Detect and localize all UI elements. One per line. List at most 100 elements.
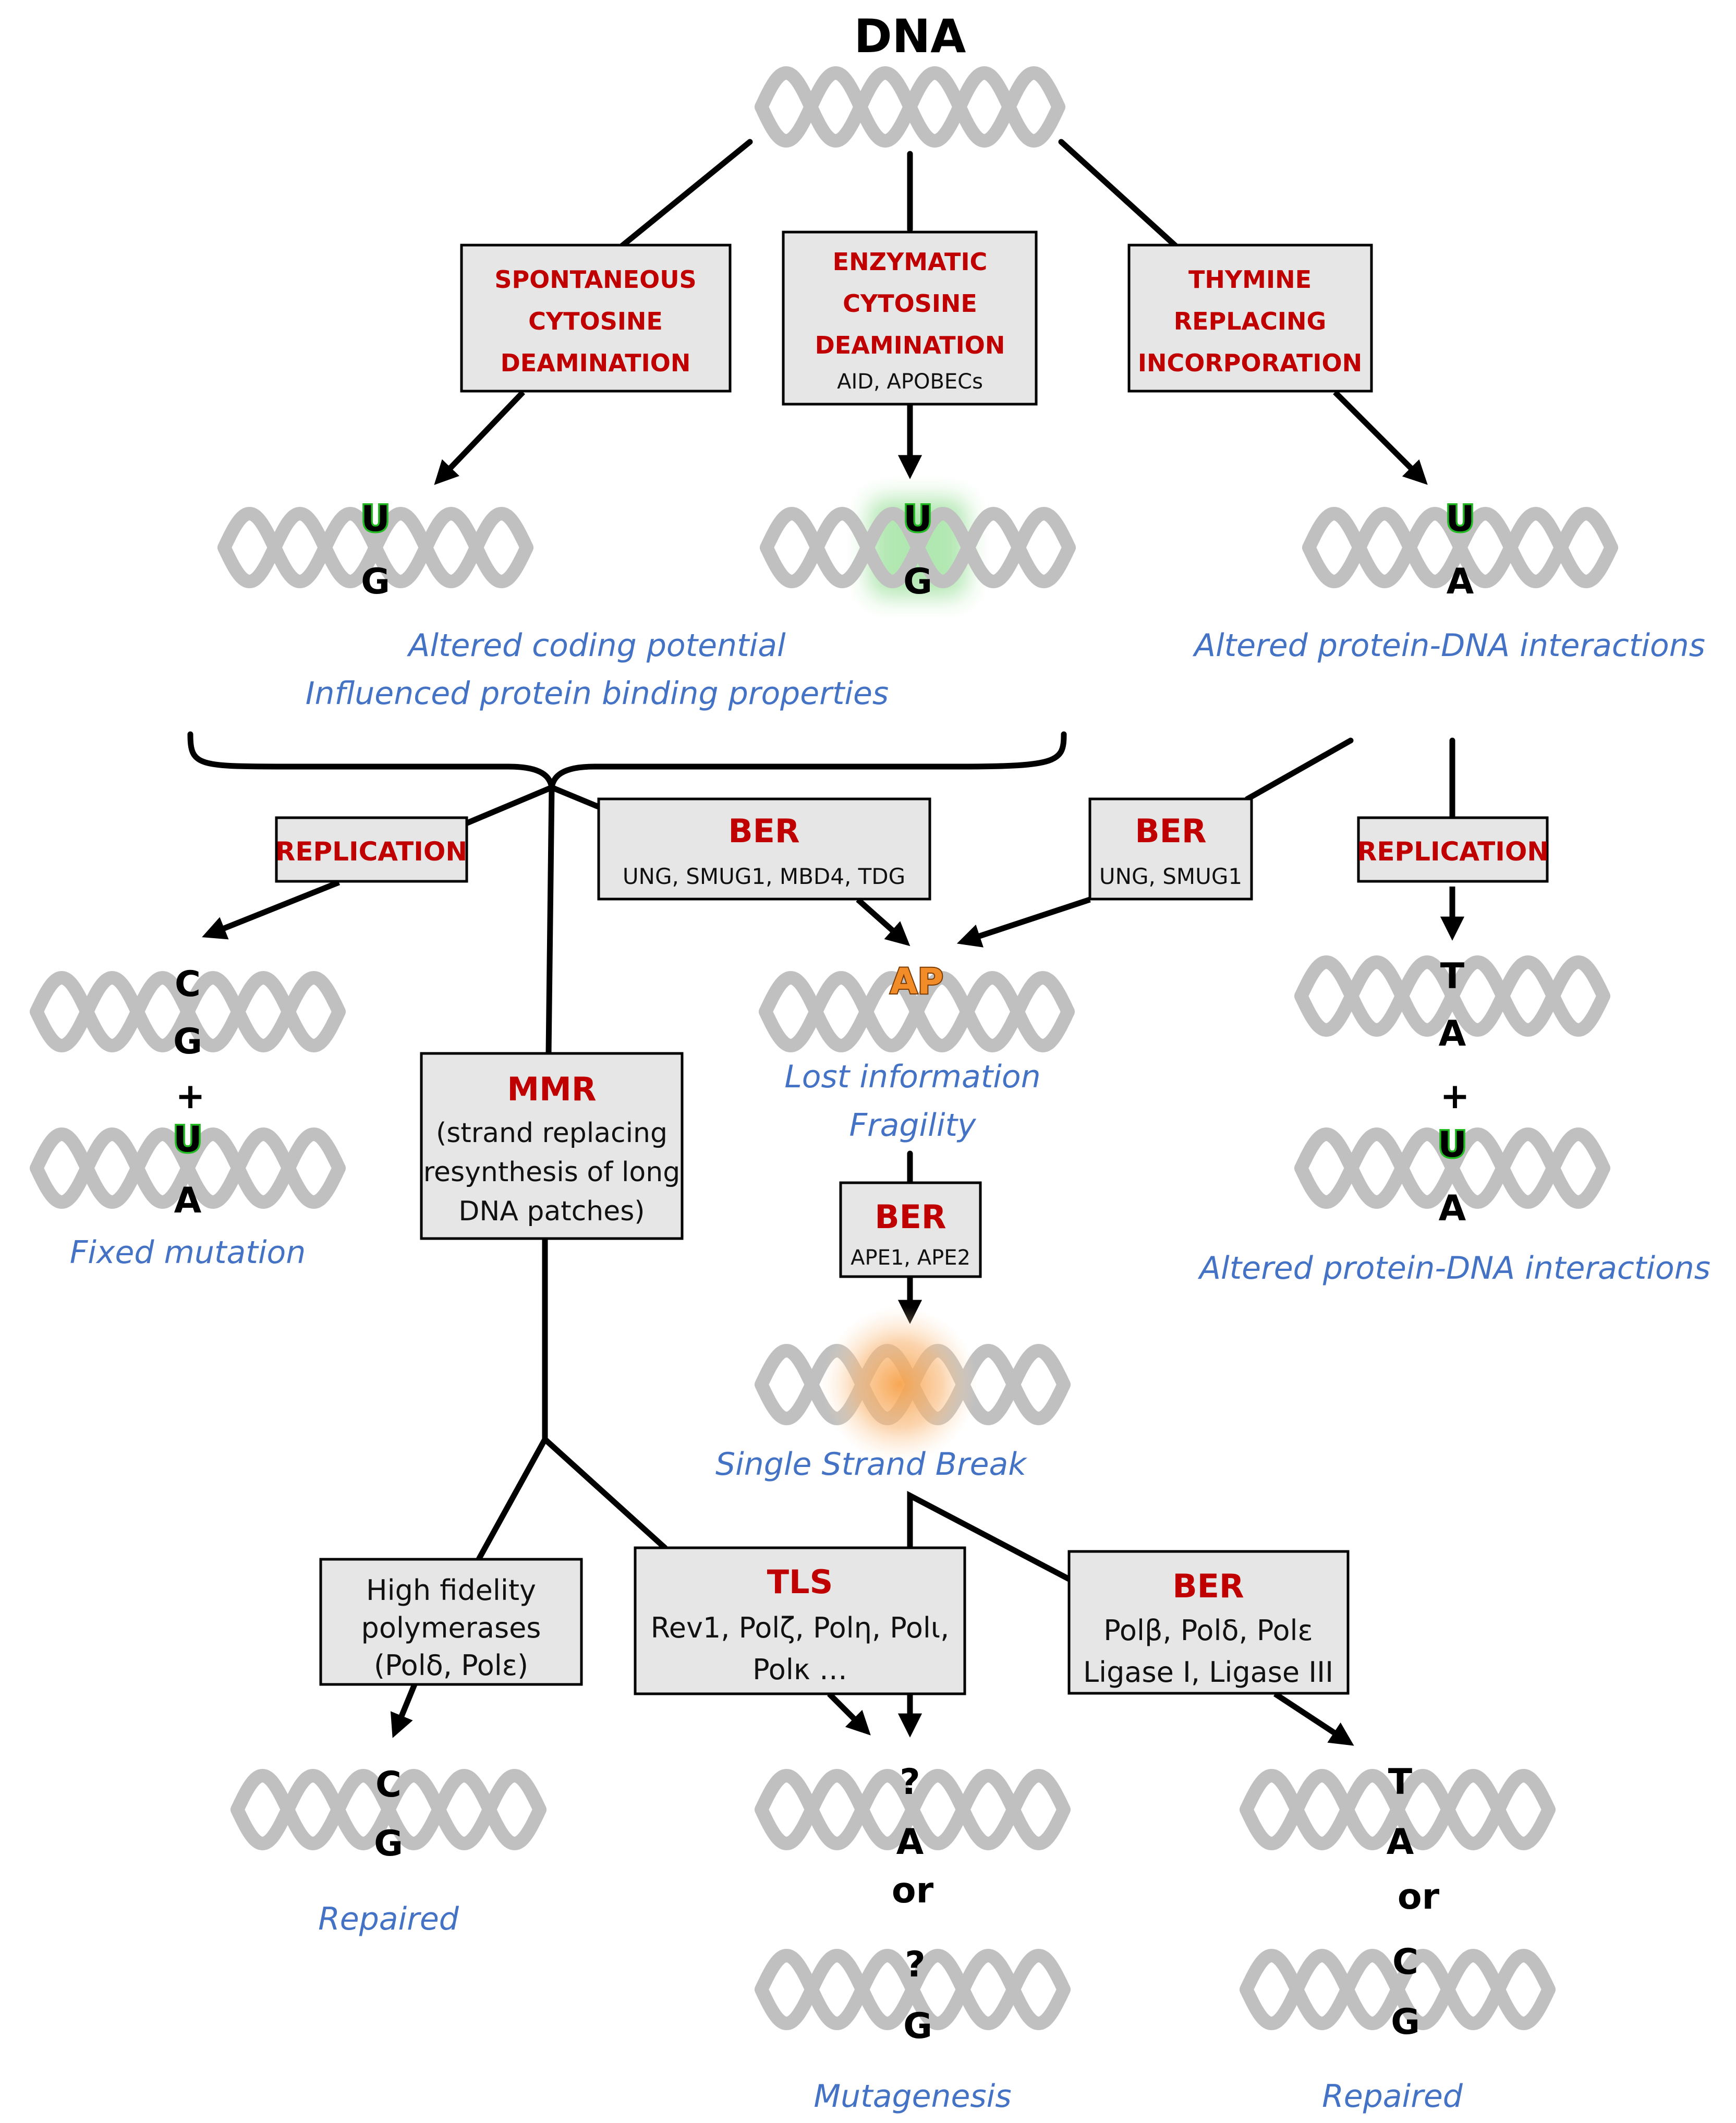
thymine-line-1: THYMINE <box>1188 265 1312 294</box>
dna-helix-tls-a <box>755 1768 1071 1851</box>
box-mmr: MMR (strand replacing resynthesis of lon… <box>420 1052 684 1240</box>
dna-helices <box>30 66 1618 2031</box>
ber-final-title: BER <box>1172 1567 1244 1605</box>
base-tls-b-top: ? <box>905 1944 925 1985</box>
enzymatic-enzymes: AID, APOBECs <box>837 370 983 394</box>
high-fidelity-line-3: (Polδ, Polε) <box>374 1649 528 1682</box>
dna-helix-rep-right-b <box>1294 1127 1610 1209</box>
consequence-ap-line-2: Fragility <box>849 1107 977 1144</box>
consequence-ug-line-2: Influenced protein binding properties <box>306 675 889 712</box>
base-rep-right-a-top: T <box>1440 956 1465 997</box>
dna-helix-ug-center <box>760 498 1076 597</box>
base-rep-left-b-top: U <box>173 1119 202 1160</box>
enzymatic-line-3: DEAMINATION <box>815 331 1005 359</box>
arrow-tls-to-mutagenesis-a <box>827 1692 871 1736</box>
base-ber-a-bottom: A <box>1387 1822 1414 1863</box>
base-rep-right-a-bottom: A <box>1439 1013 1466 1054</box>
consequence-ssb: Single Strand Break <box>715 1446 1027 1483</box>
dna-helix-ssb <box>755 1306 1071 1463</box>
consequence-mutagenesis: Mutagenesis <box>814 2078 1011 2115</box>
ber-final-line-2: Ligase I, Ligase III <box>1083 1656 1333 1689</box>
arrow-to-ug-left <box>434 390 525 486</box>
base-p2-top: U <box>903 499 932 540</box>
dna-helix-ber-a <box>1240 1768 1556 1851</box>
dna-helix-ber-b <box>1240 1948 1556 2031</box>
enzymatic-line-2: CYTOSINE <box>843 289 977 318</box>
base-ber-a-top: T <box>1388 1762 1413 1803</box>
dna-helix-hf <box>230 1768 547 1851</box>
base-rep-left-b-bottom: A <box>174 1180 202 1221</box>
dna-helix-ua <box>1302 506 1618 589</box>
box-spontaneous-deamination: SPONTANEOUS CYTOSINE DEAMINATION <box>460 244 732 393</box>
ber-ua-title: BER <box>1135 812 1206 850</box>
arrow-hf-to-repaired <box>390 1683 418 1738</box>
base-rep-left-a-bottom: G <box>173 1021 202 1062</box>
line-dna-to-spontaneous <box>618 139 753 249</box>
plus-left: + <box>176 1076 205 1117</box>
line-ssb-branch <box>907 1490 1072 1582</box>
thymine-line-3: INCORPORATION <box>1138 349 1362 377</box>
arrow-ber-final-to-repaired <box>1273 1691 1354 1746</box>
base-rep-right-b-bottom: A <box>1439 1188 1466 1229</box>
replication-right-label: REPLICATION <box>1357 836 1549 867</box>
line-mmr-to-high-fidelity <box>476 1436 548 1562</box>
consequence-fixed-mutation: Fixed mutation <box>70 1234 306 1271</box>
base-labels: U G U G U A C G U A AP T A U A C G ? A o… <box>172 497 1476 2047</box>
box-ber-main: BER UNG, SMUG1, MBD4, TDG <box>597 797 931 901</box>
base-p2-bottom: G <box>903 561 932 602</box>
base-tls-a-bottom: A <box>896 1822 924 1863</box>
enzymatic-line-1: ENZYMATIC <box>833 248 988 276</box>
base-ap: AP <box>890 961 943 1002</box>
or-label-tls: or <box>892 1870 934 1911</box>
base-rep-left-a-top: C <box>175 964 201 1005</box>
connector-lines <box>187 139 1455 1582</box>
base-p1-bottom: G <box>361 561 390 602</box>
dna-helix-rep-left-a <box>30 970 346 1053</box>
ber-ua-enzymes: UNG, SMUG1 <box>1099 864 1242 889</box>
base-hf-top: C <box>375 1764 402 1805</box>
box-ber-final: BER Polβ, Polδ, Polε Ligase I, Ligase II… <box>1067 1550 1350 1695</box>
box-ber-ua: BER UNG, SMUG1 <box>1088 797 1253 901</box>
dna-helix-tls-b <box>755 1948 1071 2031</box>
spontaneous-line-1: SPONTANEOUS <box>494 265 696 294</box>
line-dna-to-thymine <box>1058 139 1179 249</box>
line-mmr-to-tls <box>542 1436 668 1551</box>
box-thymine-replacing: THYMINE REPLACING INCORPORATION <box>1127 244 1373 393</box>
mmr-line-3: DNA patches) <box>458 1196 645 1227</box>
spontaneous-line-3: DEAMINATION <box>501 349 691 377</box>
line-brace-to-mmr <box>545 784 555 1057</box>
base-tls-a-top: ? <box>900 1762 920 1803</box>
dna-helix-rep-right-a <box>1294 955 1610 1037</box>
ber-ape-title: BER <box>875 1198 946 1236</box>
box-ber-ape: BER APE1, APE2 <box>839 1181 982 1278</box>
consequence-repaired-ber: Repaired <box>1322 2078 1463 2115</box>
box-replication-right: REPLICATION <box>1357 816 1549 883</box>
consequence-ug-line-1: Altered coding potential <box>406 627 786 664</box>
dna-title: DNA <box>854 9 966 63</box>
high-fidelity-line-1: High fidelity <box>366 1574 536 1607</box>
plus-right: + <box>1440 1076 1470 1117</box>
dna-helix-ug-left <box>217 506 533 589</box>
box-high-fidelity: High fidelity polymerases (Polδ, Polε) <box>319 1558 583 1686</box>
line-brace-to-ber <box>549 784 603 810</box>
box-enzymatic-deamination: ENZYMATIC CYTOSINE DEAMINATION AID, APOB… <box>782 231 1038 406</box>
base-tls-b-bottom: G <box>903 2006 932 2047</box>
consequence-right-final: Altered protein-DNA interactions <box>1197 1250 1710 1287</box>
line-brace-to-replication <box>464 784 555 826</box>
tls-title: TLS <box>767 1563 833 1601</box>
box-replication-left: REPLICATION <box>275 816 468 883</box>
consequence-labels: Altered coding potential Influenced prot… <box>70 627 1710 2115</box>
line-ua-to-ber <box>1244 737 1354 802</box>
dna-helix-rep-left-b <box>30 1127 346 1209</box>
base-hf-bottom: G <box>374 1823 403 1864</box>
base-p3-bottom: A <box>1447 561 1474 602</box>
base-rep-right-b-top: U <box>1438 1124 1466 1166</box>
spontaneous-line-2: CYTOSINE <box>528 307 663 335</box>
arrow-ber-ua-to-ap <box>956 896 1091 948</box>
box-tls: TLS Rev1, Polζ, Polη, Polι, Polκ … <box>634 1546 966 1695</box>
dna-helix-ap <box>759 970 1075 1053</box>
arrow-to-ua <box>1333 390 1428 485</box>
ber-ape-enzymes: APE1, APE2 <box>851 1246 970 1270</box>
tls-line-1: Rev1, Polζ, Polη, Polι, <box>651 1611 950 1644</box>
